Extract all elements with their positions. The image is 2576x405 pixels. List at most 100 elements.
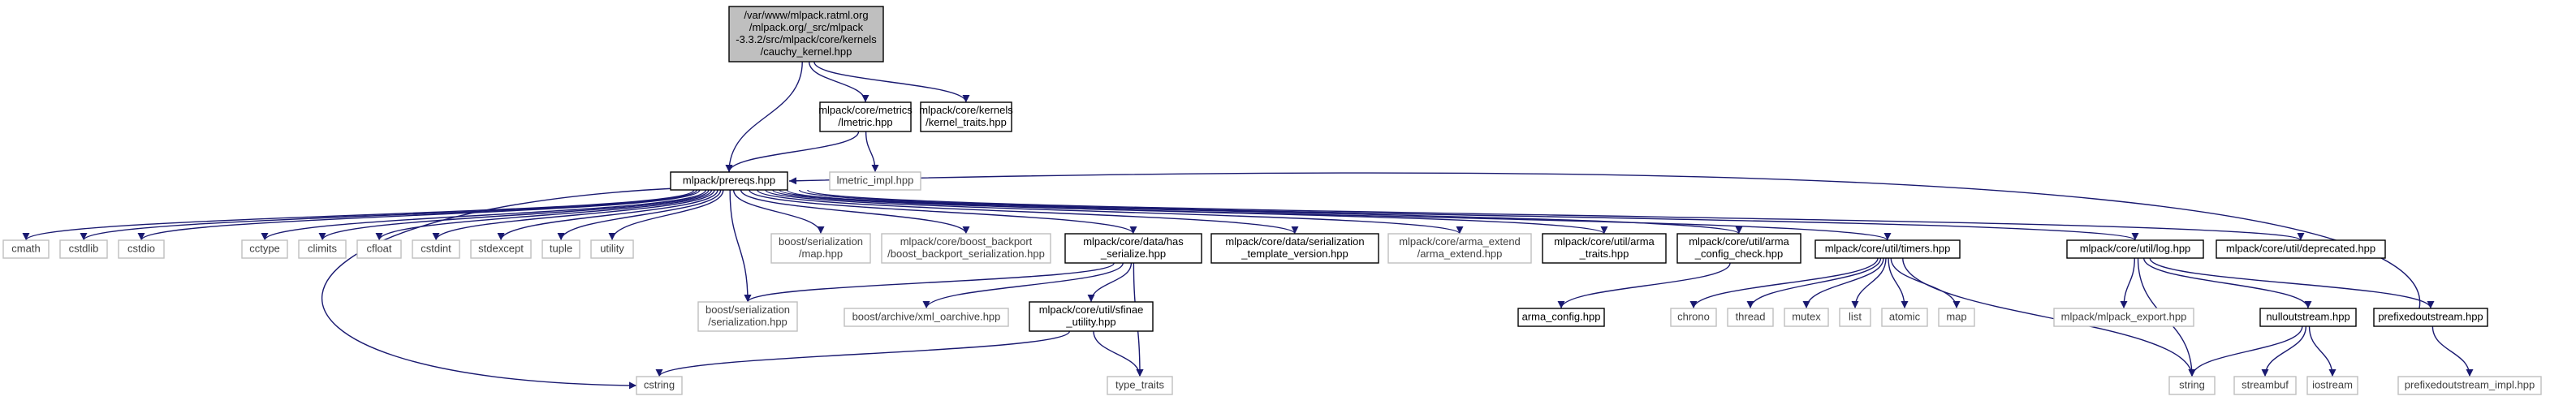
node-utility: utility [590, 239, 634, 259]
node-label-atomic: atomic [1889, 311, 1921, 323]
edge-prereqs-to-boost_map [732, 189, 825, 235]
node-box-map [1938, 308, 1975, 327]
node-box-tuple [542, 239, 580, 259]
edge-prereqs-to-cfloat [375, 189, 713, 241]
node-box-cstdlib [59, 239, 108, 259]
node-label-has_serialize: mlpack/core/data/has [1083, 235, 1184, 248]
node-label-cctype: cctype [249, 243, 280, 255]
node-timers[interactable]: mlpack/core/util/timers.hpp [1814, 239, 1961, 259]
node-box-log [2066, 239, 2204, 259]
node-boost_map: boost/serialization/map.hpp [770, 233, 871, 264]
edge-sfinae-to-cstring [655, 330, 1071, 377]
node-log[interactable]: mlpack/core/util/log.hpp [2066, 239, 2204, 259]
node-label-arma_config: arma_config.hpp [1522, 311, 1601, 323]
node-label-serialization_template: _template_version.hpp [1241, 248, 1348, 260]
node-label-serialization_template: mlpack/core/data/serialization [1225, 235, 1364, 248]
node-label-thread: thread [1736, 311, 1766, 323]
edge-lmetric-to-prereqs [725, 131, 860, 173]
edge-timers-to-chrono [1689, 257, 1879, 309]
edges-layer [22, 61, 2474, 390]
node-box-mlpack_export [2053, 308, 2194, 327]
node-box-utility [590, 239, 634, 259]
node-box-cctype [241, 239, 288, 259]
node-cstdlib: cstdlib [59, 239, 108, 259]
node-prereqs[interactable]: mlpack/prereqs.hpp [670, 171, 788, 191]
node-label-string: string [2179, 379, 2205, 391]
node-box-cfloat [356, 239, 402, 259]
node-mlpack_export: mlpack/mlpack_export.hpp [2053, 308, 2194, 327]
node-lmetric[interactable]: mlpack/core/metrics/lmetric.hpp [818, 101, 913, 132]
node-arma_config_check[interactable]: mlpack/core/util/arma_config_check.hpp [1676, 233, 1801, 264]
node-label-sfinae: mlpack/core/util/sfinae [1039, 304, 1144, 316]
node-mutex: mutex [1784, 308, 1829, 327]
node-box-streambuf [2233, 376, 2297, 395]
node-label-mlpack_export: mlpack/mlpack_export.hpp [2061, 311, 2187, 323]
node-lmetric_impl: lmetric_impl.hpp [829, 171, 921, 191]
node-streambuf: streambuf [2233, 376, 2297, 395]
edge-prereqs-to-arma_config_check [779, 189, 1743, 235]
node-box-thread [1727, 308, 1774, 327]
node-box-prereqs [670, 171, 788, 191]
edge-prereqs-to-boost_serialization [729, 189, 752, 303]
node-deprecated[interactable]: mlpack/core/util/deprecated.hpp [2216, 239, 2386, 259]
node-root[interactable]: /var/www/mlpack.ratml.org/mlpack.org/_sr… [728, 6, 884, 62]
node-chrono: chrono [1670, 308, 1717, 327]
edge-has_serialize-to-boost_serialization [744, 262, 1115, 303]
node-label-deprecated: mlpack/core/util/deprecated.hpp [2226, 243, 2375, 255]
node-label-list: list [1849, 311, 1862, 323]
node-prefixedoutstream[interactable]: prefixedoutstream.hpp [2373, 308, 2488, 327]
node-label-timers: mlpack/core/util/timers.hpp [1825, 243, 1951, 255]
node-label-arma_extend: /arma_extend.hpp [1417, 248, 1503, 260]
node-label-arma_config_check: mlpack/core/util/arma [1689, 235, 1789, 248]
node-label-boost_serialization: boost/serialization [705, 304, 790, 316]
node-box-type_traits [1107, 376, 1173, 395]
edge-prereqs-to-timers [786, 189, 1892, 241]
node-box-list [1839, 308, 1871, 327]
node-label-utility: utility [600, 243, 624, 255]
node-serialization_template[interactable]: mlpack/core/data/serialization_template_… [1210, 233, 1379, 264]
node-cstdint: cstdint [412, 239, 460, 259]
edge-root-to-prereqs [725, 61, 803, 173]
node-box-atomic [1881, 308, 1928, 327]
node-label-kernel_traits: mlpack/core/kernels [919, 104, 1013, 116]
node-box-arma_traits [1542, 233, 1667, 264]
edge-arma_config_check-to-arma_config [1557, 262, 1731, 309]
node-label-prefixedoutstream_impl: prefixedoutstream_impl.hpp [2405, 379, 2535, 391]
node-cstring: cstring [636, 376, 683, 395]
node-cfloat: cfloat [356, 239, 402, 259]
node-has_serialize[interactable]: mlpack/core/data/has_serialize.hpp [1064, 233, 1202, 264]
node-label-boost_backport: /boost_backport_serialization.hpp [887, 248, 1045, 260]
node-sfinae[interactable]: mlpack/core/util/sfinae_utility.hpp [1029, 301, 1154, 332]
node-label-arma_traits: mlpack/core/util/arma [1554, 235, 1655, 248]
node-label-arma_extend: mlpack/core/arma_extend [1399, 235, 1521, 248]
node-string: string [2168, 376, 2216, 395]
edge-timers-to-atomic [1888, 257, 1909, 309]
node-kernel_traits[interactable]: mlpack/core/kernels/kernel_traits.hpp [919, 101, 1013, 132]
node-label-lmetric_impl: lmetric_impl.hpp [837, 174, 914, 187]
node-label-map: map [1946, 311, 1966, 323]
edge-log-to-nulloutstream [2142, 257, 2312, 309]
edge-prereqs-to-tuple [557, 189, 722, 241]
edge-prereqs-to-cctype [261, 189, 707, 241]
node-arma_traits[interactable]: mlpack/core/util/arma_traits.hpp [1542, 233, 1667, 264]
node-label-chrono: chrono [1677, 311, 1710, 323]
edge-prereqs-to-arma_extend [765, 189, 1464, 235]
node-label-mutex: mutex [1792, 311, 1821, 323]
node-label-cstdio: cstdio [127, 243, 155, 255]
node-boost_serialization: boost/serialization/serialization.hpp [697, 301, 798, 332]
node-box-cstdio [118, 239, 165, 259]
node-label-nulloutstream: nulloutstream.hpp [2266, 311, 2349, 323]
edge-log-to-prefixedoutstream [2149, 257, 2435, 309]
node-label-tuple: tuple [550, 243, 572, 255]
node-iostream: iostream [2306, 376, 2358, 395]
node-label-prereqs: mlpack/prereqs.hpp [683, 174, 775, 187]
node-label-root: -3.3.2/src/mlpack/core/kernels [736, 33, 877, 45]
node-arma_config[interactable]: arma_config.hpp [1517, 308, 1605, 327]
edge-root-to-lmetric [808, 61, 869, 103]
node-nulloutstream[interactable]: nulloutstream.hpp [2259, 308, 2357, 327]
node-box-chrono [1670, 308, 1717, 327]
node-box-timers [1814, 239, 1961, 259]
edge-lmetric-to-lmetric_impl [865, 131, 879, 173]
node-label-log: mlpack/core/util/log.hpp [2080, 243, 2191, 255]
node-arma_extend: mlpack/core/arma_extend/arma_extend.hpp [1387, 233, 1532, 264]
